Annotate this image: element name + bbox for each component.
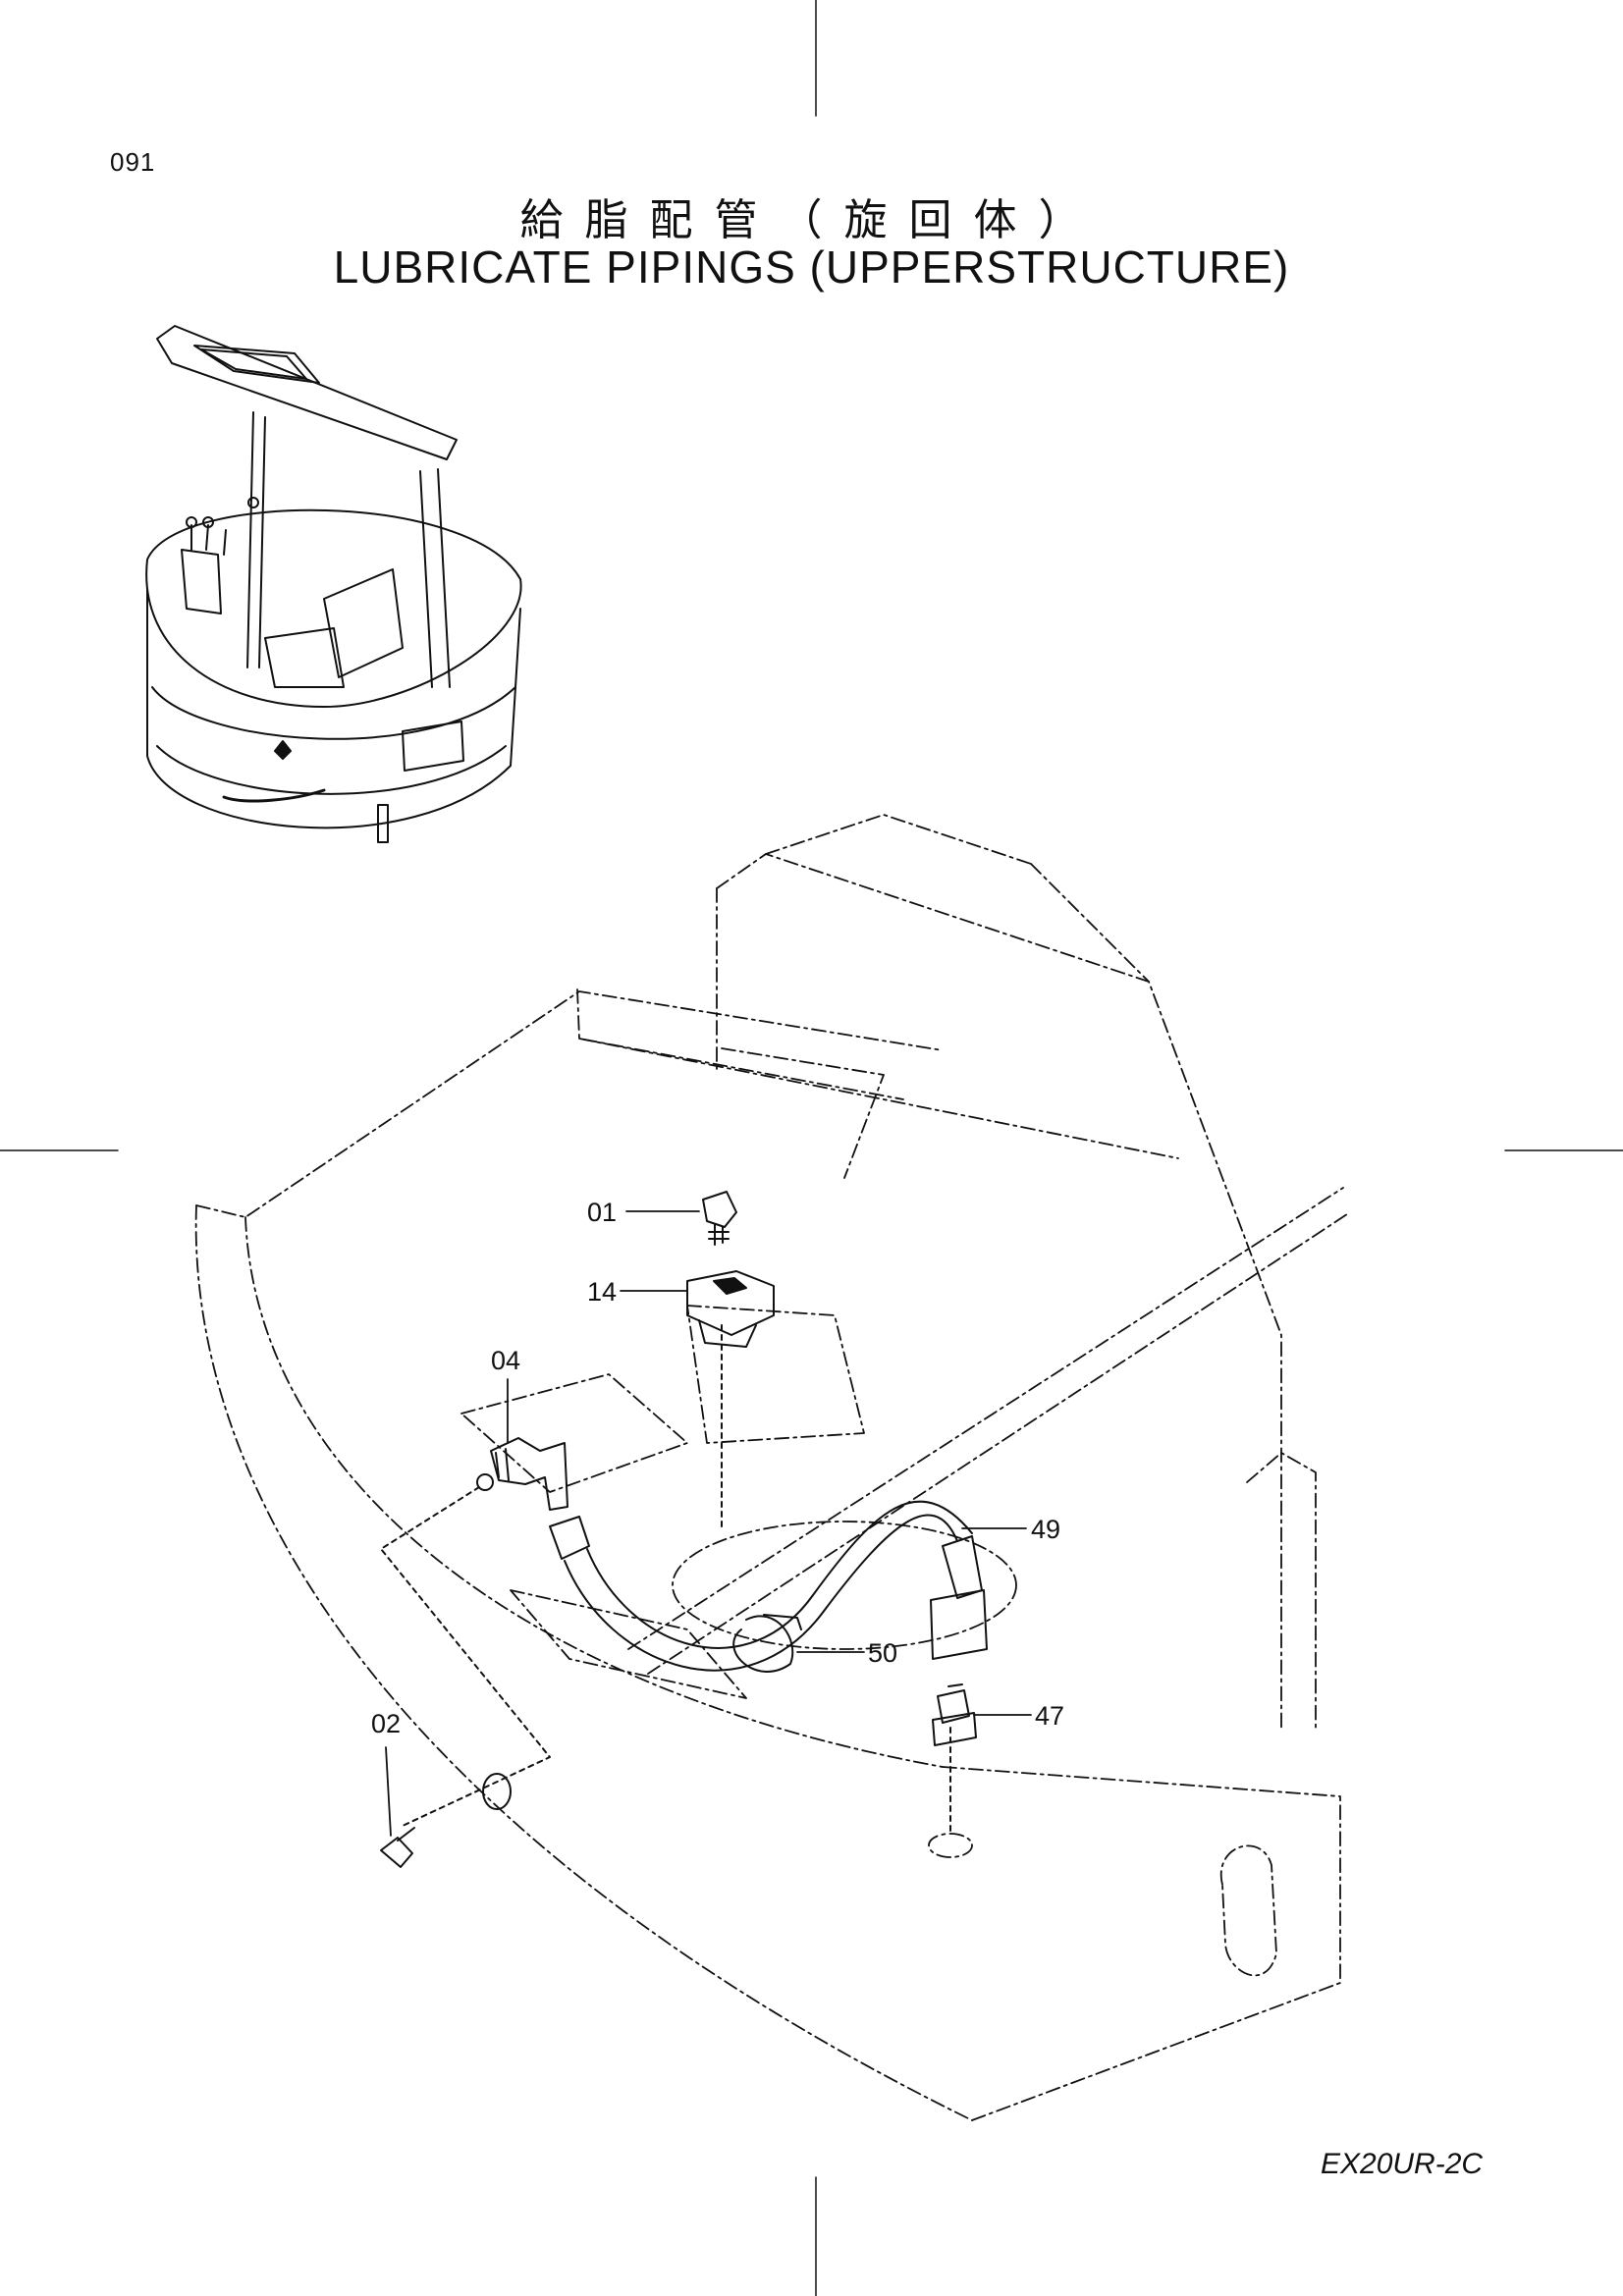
callout-01: 01 <box>587 1198 617 1227</box>
callout-04: 04 <box>491 1346 520 1375</box>
part-50-clamp <box>732 1614 802 1673</box>
callout-leaders <box>385 1210 1032 1837</box>
callout-49: 49 <box>1031 1515 1060 1544</box>
key-plan-illustration <box>145 325 522 843</box>
page-title-japanese: 給脂配管（旋回体） <box>519 195 1104 245</box>
model-code: EX20UR-2C <box>1321 2148 1484 2180</box>
upperstructure-frame <box>194 814 1351 2121</box>
page-title-english: LUBRICATE PIPINGS (UPPERSTRUCTURE) <box>333 241 1290 293</box>
part-01-grease-nipple <box>702 1191 737 1246</box>
part-04-elbow <box>476 1437 568 1511</box>
callout-labels: 01 14 04 49 50 47 02 <box>371 1198 1064 1738</box>
page-number: 091 <box>110 147 156 177</box>
callout-47: 47 <box>1035 1701 1064 1731</box>
callout-50: 50 <box>868 1638 897 1668</box>
part-14-adapter <box>686 1270 775 1348</box>
callout-02: 02 <box>371 1709 401 1738</box>
part-47-fitting <box>932 1683 977 1746</box>
part-49-hose <box>549 1500 988 1672</box>
callout-14: 14 <box>587 1277 617 1307</box>
part-02-grease-nipple <box>380 1773 512 1868</box>
assembly-lines <box>380 1324 951 1837</box>
